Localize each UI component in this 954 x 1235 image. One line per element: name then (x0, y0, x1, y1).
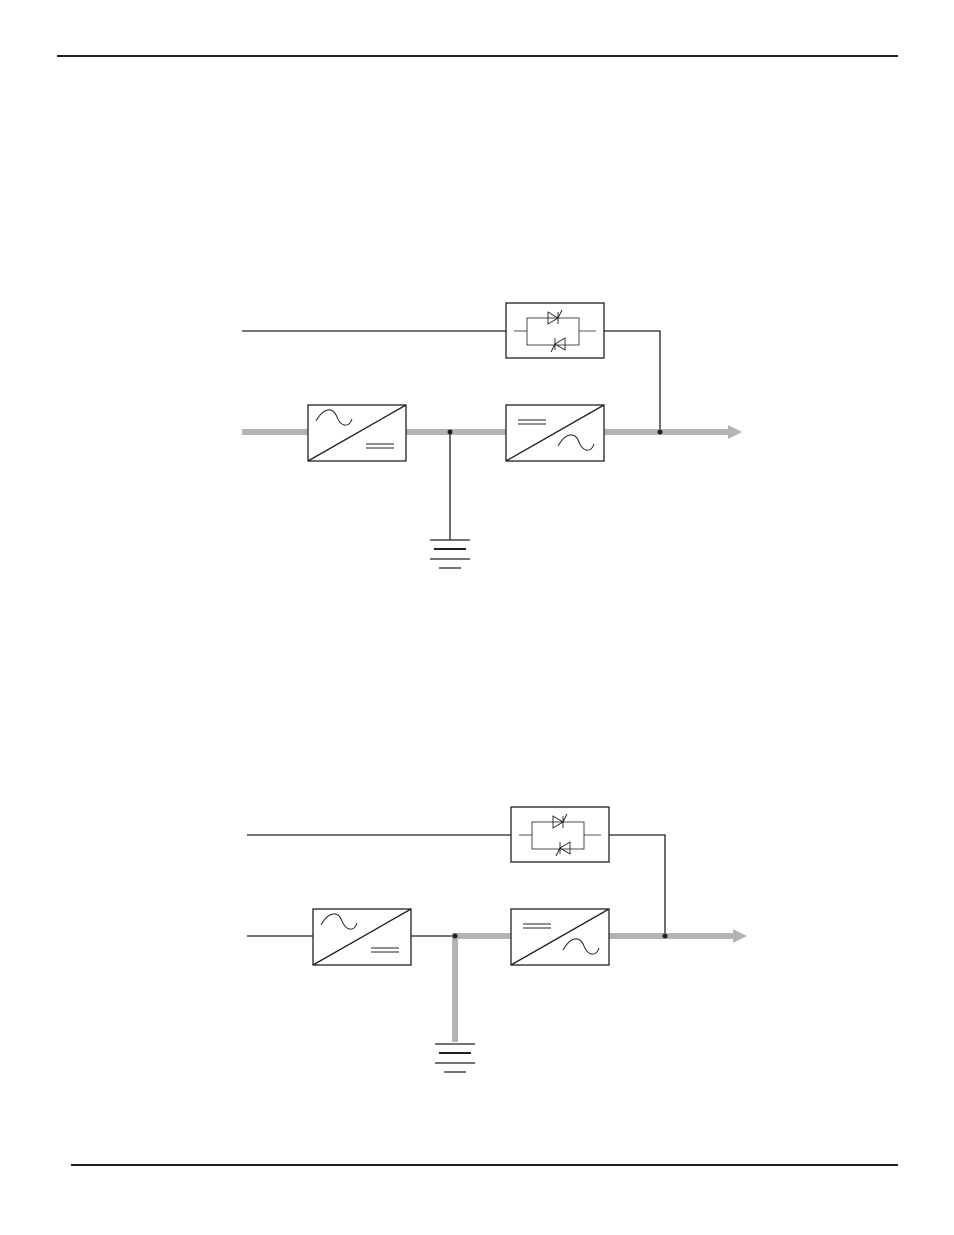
output-junction (663, 934, 668, 939)
inverter-block (511, 909, 609, 965)
battery-ground-icon (435, 1044, 475, 1072)
footer-rule (71, 1164, 898, 1166)
thyristor-icon (553, 814, 567, 828)
static-switch (511, 807, 609, 862)
bypass-output-line (609, 835, 665, 936)
arrow-right-icon (733, 929, 747, 943)
rectifier-block (313, 909, 411, 965)
dc-bus-junction (453, 934, 458, 939)
ups-diagram-battery-mode (0, 0, 954, 1140)
